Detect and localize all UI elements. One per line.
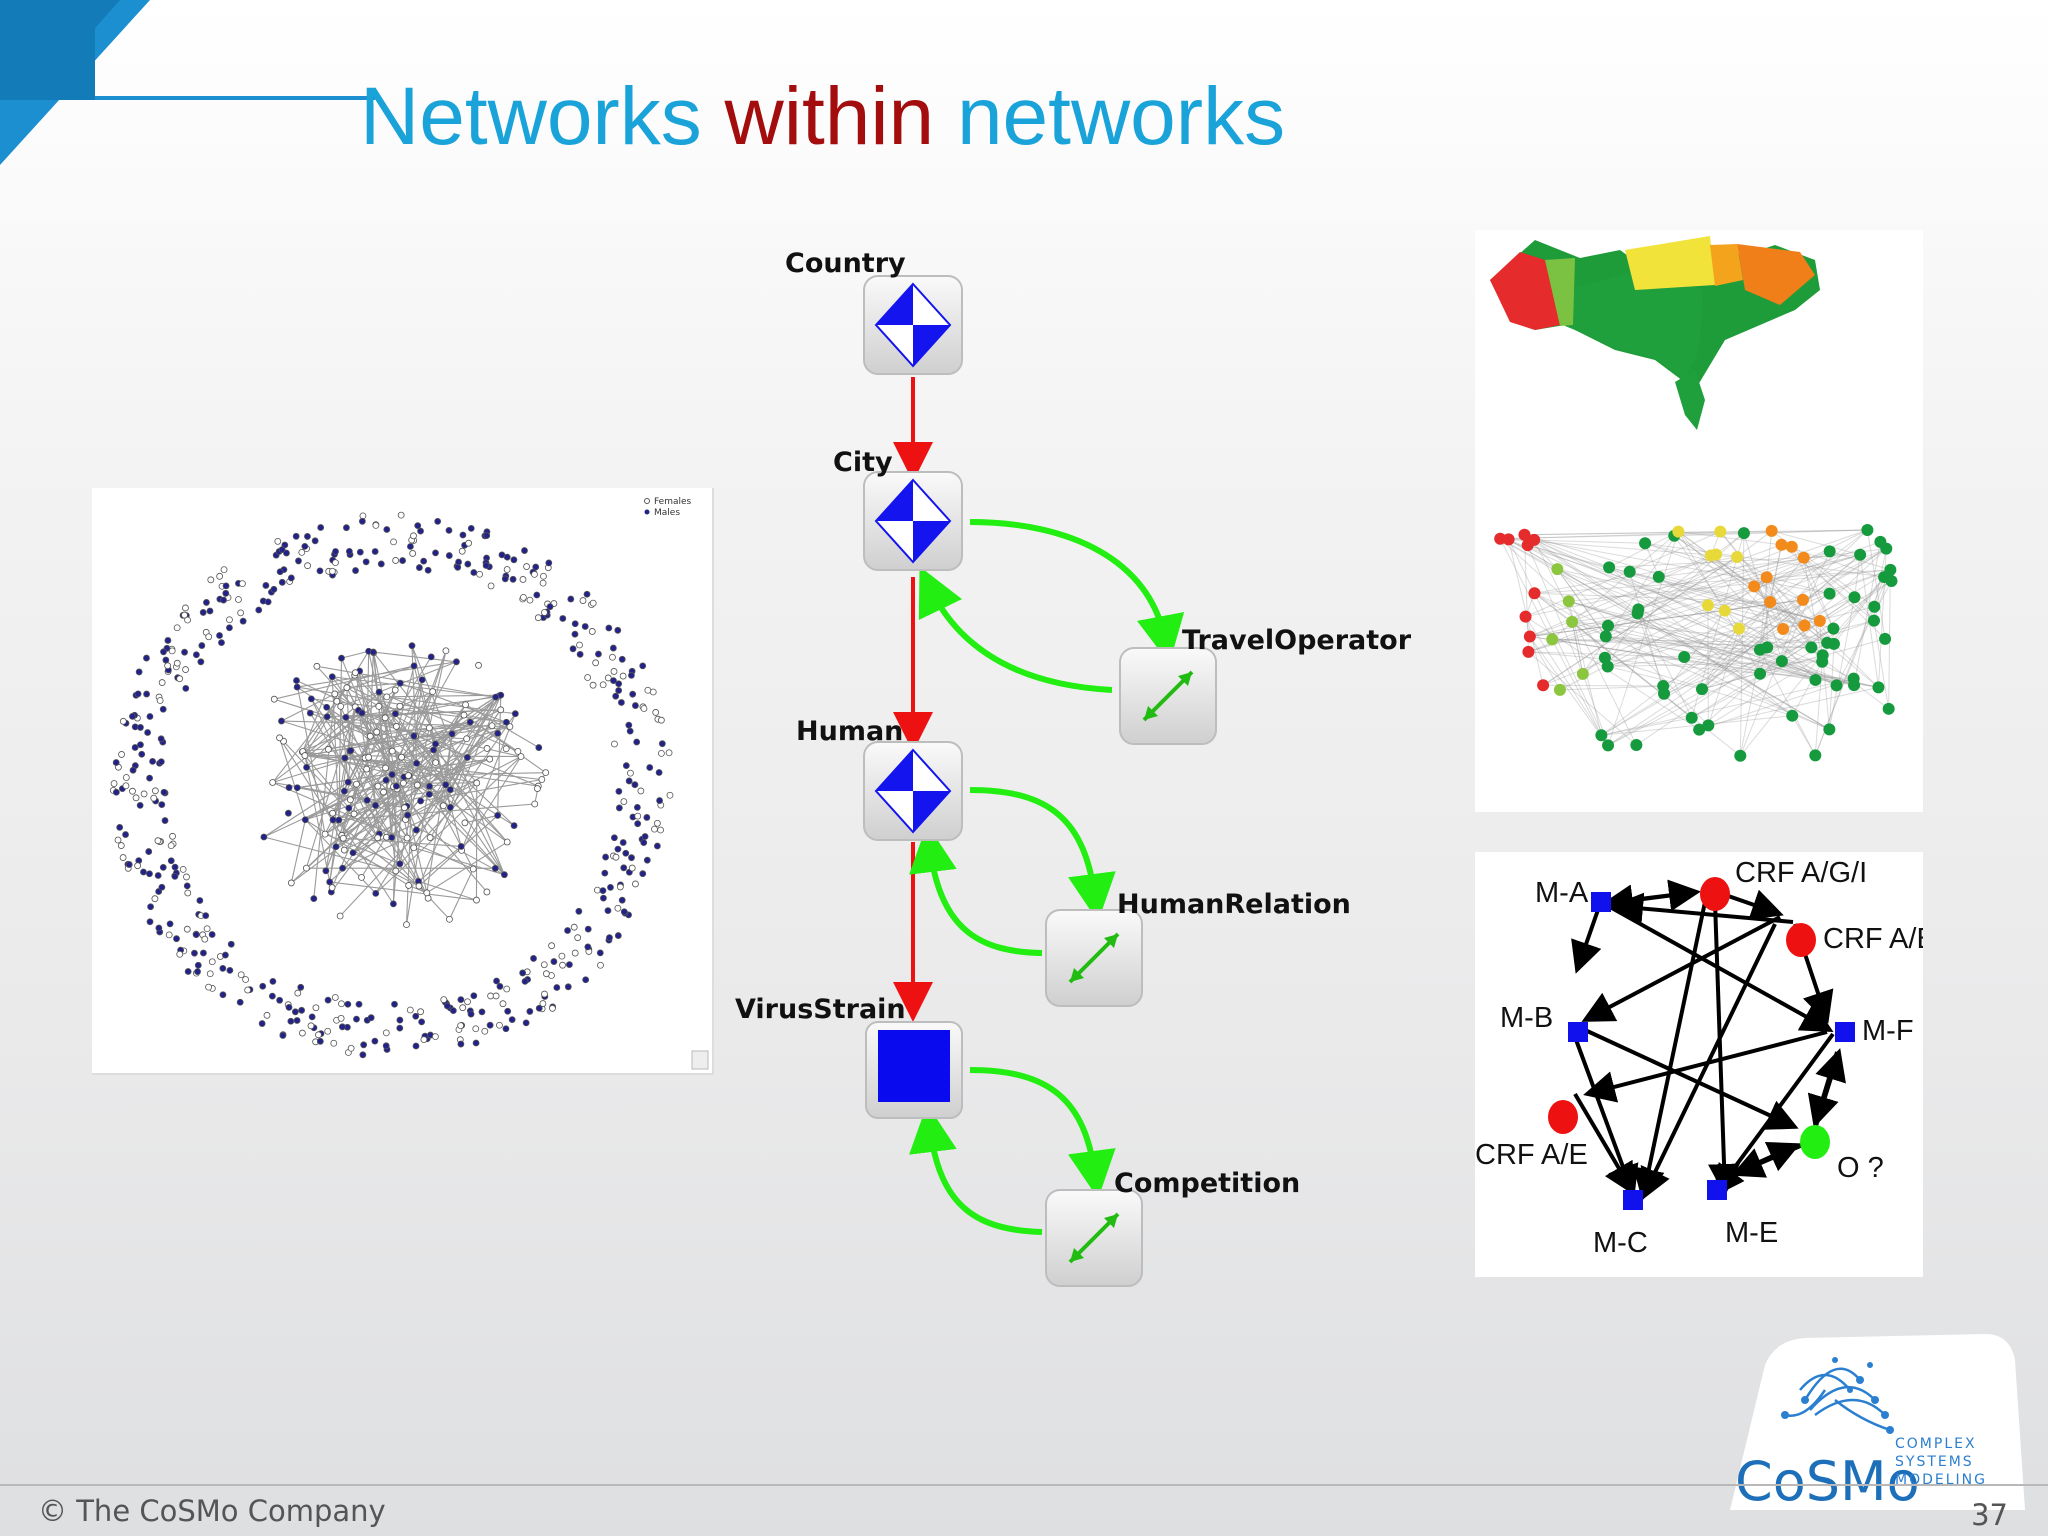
label-crf-ae: CRF A/E [1475,1139,1588,1171]
node-competition: Competition [1044,1168,1300,1288]
logo-dots [1781,1357,1894,1434]
node-crf-ae [1548,1100,1578,1134]
page-number: 37 [1971,1498,2008,1532]
strain-nodes [1548,877,1855,1210]
node-m-f [1835,1022,1855,1042]
title-part3: networks [934,71,1286,162]
label-crf-agi: CRF A/G/I [1735,857,1867,889]
label-m-e: M-E [1725,1217,1778,1249]
label-m-f: M-F [1862,1015,1914,1047]
legend-females: Females [654,497,692,507]
label-m-a: M-A [1535,877,1589,909]
label-human-relation: HumanRelation [1117,889,1351,920]
strain-edges [1571,879,1846,1201]
label-crf-ab: CRF A/B [1823,923,1923,955]
node-m-a [1591,892,1611,912]
label-human: Human [796,716,903,747]
strain-labels: CRF A/G/I M-A CRF A/B M-B M-F CRF A/E O … [1475,857,1936,1259]
label-virus-strain: VirusStrain [735,994,906,1025]
label-m-c: M-C [1593,1227,1648,1259]
label-travel-operator: TravelOperator [1182,625,1412,656]
social-network-graph: Females Males [92,488,714,1075]
logo-line1: COMPLEX [1895,1436,1977,1452]
map-network-nodes [1494,524,1898,762]
node-crf-agi [1700,877,1730,911]
copyright-text: © The CoSMo Company [38,1494,386,1528]
social-network-svg: Females Males [109,497,709,1070]
label-competition: Competition [1114,1168,1300,1199]
graph-legend: Females Males [644,497,692,518]
label-city: City [833,447,893,478]
node-human-relation: HumanRelation [1044,889,1351,1008]
title-part2: within [724,71,935,162]
strain-network-svg: CRF A/G/I M-A CRF A/B M-B M-F CRF A/E O … [1475,857,1936,1259]
title-part1: Networks [360,71,725,162]
label-m-b: M-B [1500,1002,1553,1034]
social-nodes [109,511,674,1059]
node-m-c [1623,1190,1643,1210]
node-crf-ab [1786,923,1816,957]
label-country: Country [785,248,906,279]
map-network-edges [1499,529,1892,757]
logo-line2: SYSTEMS [1895,1454,1974,1470]
footer-divider [0,1484,2048,1486]
resize-handle [691,1050,709,1070]
logo-name: CoSMo [1735,1450,1920,1510]
label-o: O ? [1837,1152,1884,1184]
us-choropleth-map [1490,236,1820,430]
node-o [1800,1125,1830,1159]
metamodel-diagram: Country City TravelOperator Human HumanR… [735,248,1412,1288]
slide-title: Networks within networks [360,70,1285,164]
node-m-b [1568,1022,1588,1042]
node-human: Human [796,716,963,841]
node-virus-strain: VirusStrain [735,994,963,1119]
cosmo-logo: CoSMo COMPLEX SYSTEMS MODELING [1730,1334,2025,1510]
legend-males: Males [654,508,680,518]
node-m-e [1707,1180,1727,1200]
corner-decoration [0,0,375,165]
node-city: City [833,447,963,571]
us-map-svg [1490,236,1898,762]
node-travel-operator: TravelOperator [1118,625,1412,746]
us-map-panel [1475,230,1923,812]
strain-network-panel: CRF A/G/I M-A CRF A/B M-B M-F CRF A/E O … [1475,852,1936,1277]
node-country: Country [785,248,963,375]
